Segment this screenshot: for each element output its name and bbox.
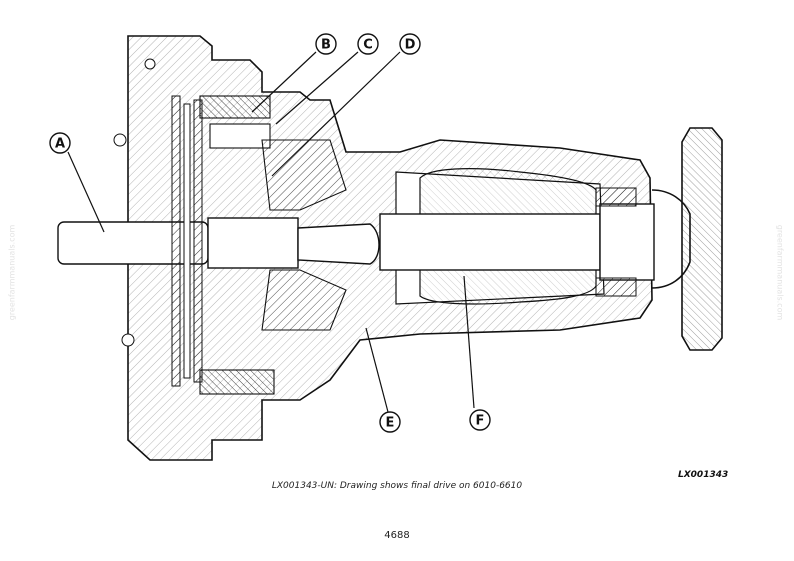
watermark-right: greenfarmmanuals.com [775, 224, 785, 321]
callout-b: B [315, 33, 337, 55]
callout-d: D [399, 33, 421, 55]
watermark-left: greenfarmmanuals.com [7, 224, 17, 321]
callout-c-label: C [363, 38, 373, 53]
final-drive-cross-section: A B C D E F [49, 33, 723, 461]
brake-discs [171, 95, 203, 387]
drawing-id: LX001343 [678, 470, 729, 480]
callout-a-label: A [55, 137, 65, 152]
callout-e-label: E [386, 416, 395, 431]
planetary-gears [199, 95, 347, 395]
callout-d-label: D [405, 38, 416, 53]
callout-f-label: F [476, 414, 485, 429]
callout-c: C [357, 33, 379, 55]
callout-a: A [49, 132, 71, 154]
bearings [113, 58, 637, 347]
leader-lines [67, 51, 475, 413]
figure-caption: LX001343-UN: Drawing shows final drive o… [271, 481, 523, 491]
callout-b-label: B [321, 38, 331, 53]
axle-shaft [57, 203, 655, 281]
page-number: 4688 [384, 530, 410, 541]
callout-f: F [469, 409, 491, 431]
callout-e: E [379, 411, 401, 433]
